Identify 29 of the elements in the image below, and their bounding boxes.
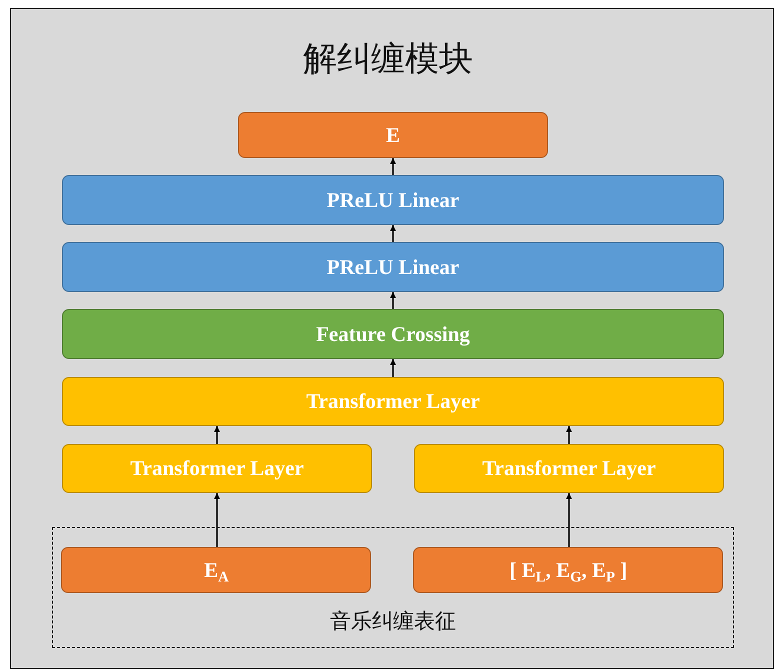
box-label: [ E$_{L}$, E$_{G}$, E$_{P}$ ] (510, 558, 628, 583)
process-box (62, 175, 724, 225)
process-box (62, 309, 724, 359)
box-label: Feature Crossing (316, 322, 470, 346)
process-box (61, 547, 372, 594)
process-box (238, 112, 548, 158)
arrow (390, 292, 396, 309)
arrow (390, 158, 396, 175)
arrow (566, 426, 572, 444)
process-box (62, 377, 724, 426)
box-label: E$_{A}$ (204, 558, 229, 583)
group-label: 音乐纠缠表征 (330, 608, 456, 635)
arrow (390, 359, 396, 377)
box-label: Transformer Layer (130, 456, 304, 481)
arrow (566, 493, 572, 548)
process-box (413, 547, 724, 594)
box-label: E (386, 122, 400, 148)
dashed-group-box (52, 527, 734, 648)
arrow (214, 426, 220, 444)
arrow (214, 493, 220, 548)
process-box (62, 242, 724, 292)
box-label: Transformer Layer (482, 456, 656, 481)
box-label: PReLU Linear (326, 188, 460, 212)
arrow (390, 225, 396, 242)
box-label: Transformer Layer (306, 389, 480, 414)
diagram-title: 解纠缠模块 (302, 38, 474, 81)
process-box (414, 444, 724, 493)
box-label: PReLU Linear (326, 254, 460, 280)
process-box (62, 444, 372, 493)
